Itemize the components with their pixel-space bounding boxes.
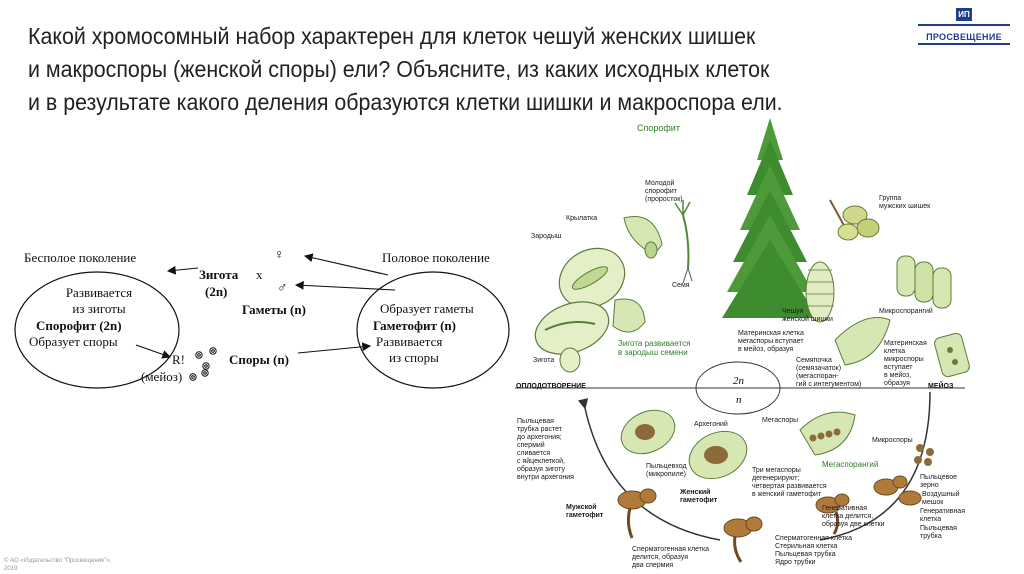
zygote-develops-label: Зигота развивается bbox=[618, 339, 690, 348]
seed-ovule-illustration bbox=[613, 299, 645, 332]
pollen-tube-text: с яйцеклеткой, bbox=[517, 458, 565, 466]
pollen-tube-illustration bbox=[724, 517, 762, 562]
copyright-line: © АО «Издательство "Просвещение"», bbox=[4, 557, 154, 565]
pollen-tube-text: спермий bbox=[517, 442, 545, 450]
spruce-tree bbox=[722, 118, 818, 318]
mother-micro-label: вступает bbox=[884, 364, 912, 372]
mother-micro-label: образуя bbox=[884, 380, 910, 388]
pollen-tube-text: образуя зиготу bbox=[517, 466, 565, 474]
microspores-label: Микроспоры bbox=[872, 437, 913, 445]
seedling-label: Молодой bbox=[645, 180, 674, 188]
pollen-grain-illustration bbox=[874, 476, 921, 505]
scale-label: Чешуя bbox=[782, 308, 803, 316]
micropyle-label: Пыльцевход bbox=[646, 463, 687, 471]
microsporangium-label: Микроспорангий bbox=[879, 308, 933, 316]
mother-mega-label: Материнская клетка bbox=[738, 330, 804, 338]
pollen-tube-text: сливается bbox=[517, 450, 550, 458]
three-megaspores-label: в женский гаметофит bbox=[752, 491, 821, 499]
air-sac-label: мешок bbox=[922, 499, 943, 507]
micropyle-label: (микропиле) bbox=[646, 471, 686, 479]
zygote-cell-illustration bbox=[560, 348, 580, 372]
spermatogenous-label: два спермия bbox=[632, 562, 673, 570]
tube-legend-item: Стерильная клетка bbox=[775, 543, 837, 551]
mother-micro-label: Материнская bbox=[884, 340, 927, 348]
megaspores-illustration bbox=[800, 412, 855, 455]
air-sac-label: Воздушный bbox=[922, 491, 960, 499]
meiosis-cycle-label: МЕЙОЗ bbox=[928, 383, 953, 391]
pollen-tube-text: трубка растет bbox=[517, 426, 562, 434]
generative-divides-label: клетка делится, bbox=[822, 513, 873, 521]
mother-micro-label: в мейоз, bbox=[884, 372, 911, 380]
megasporangium-label: Мегаспорангий bbox=[822, 460, 878, 469]
ovule-label: Семяпочка bbox=[796, 357, 832, 365]
generative-cell-label: клетка bbox=[920, 516, 941, 524]
seedling-label: (проросток) bbox=[645, 196, 683, 204]
female-gametophyte-illustration bbox=[682, 422, 755, 487]
spermatogenous-label: делится, образуя bbox=[632, 554, 688, 562]
pollen-tube-label: Пыльцевая bbox=[920, 525, 957, 533]
micro-mother-cell-illustration bbox=[933, 332, 970, 378]
pollen-tube-text: до архегония; bbox=[517, 434, 562, 442]
archegonium-illustration bbox=[614, 402, 682, 462]
female-gametophyte-label: Женский bbox=[680, 489, 710, 497]
microsporangium-illustration bbox=[897, 256, 951, 308]
ploidy-2n-label: 2n bbox=[733, 374, 744, 389]
generative-divides-label: образуя две клетки bbox=[822, 521, 885, 529]
sporophyte-title: Спорофит bbox=[637, 123, 680, 133]
three-megaspores-label: Три мегаспоры bbox=[752, 467, 801, 475]
pollen-grain-label: зерно bbox=[920, 482, 939, 490]
generative-cell-label: Генеративная bbox=[920, 508, 965, 516]
ovule-label: (мегаспоран- bbox=[796, 373, 839, 381]
copyright-year: 2019 bbox=[4, 565, 154, 573]
male-cones-label: мужских шишек bbox=[879, 203, 930, 211]
seedling-illustration bbox=[675, 200, 692, 283]
zygote-develops-label: в зародыш семени bbox=[618, 348, 688, 357]
ovule-label: (семязачаток) bbox=[796, 365, 841, 373]
archegonium-label: Архегоний bbox=[694, 421, 728, 429]
mother-micro-label: клетка bbox=[884, 348, 905, 356]
seed-label: Семя bbox=[672, 282, 690, 290]
pollen-tube-text: внутри архегония bbox=[517, 474, 574, 482]
female-cone-illustration bbox=[806, 262, 834, 322]
mother-mega-label: в мейоз, образуя bbox=[738, 346, 793, 354]
wing-label: Крылатка bbox=[566, 215, 597, 223]
copyright: © АО «Издательство "Просвещение"», 2019 bbox=[4, 557, 154, 573]
seedling-label: спорофит bbox=[645, 188, 677, 196]
male-cones-label: Группа bbox=[879, 195, 901, 203]
megaspores-label: Мегаспоры bbox=[762, 417, 798, 425]
tube-legend-item: Пыльцевая трубка bbox=[775, 551, 836, 559]
tube-legend-item: Ядро трубки bbox=[775, 559, 815, 567]
generative-divides-label: Генеративная bbox=[822, 505, 867, 513]
pollen-tube-text: Пыльцевая bbox=[517, 418, 554, 426]
pollen-grain-label: Пыльцевое bbox=[920, 474, 957, 482]
pollen-tube-label: трубка bbox=[920, 533, 942, 541]
embryo-label: Зародыш bbox=[531, 233, 562, 241]
female-gametophyte-label: гаметофит bbox=[680, 497, 717, 505]
mother-micro-label: микроспоры bbox=[884, 356, 924, 364]
seed-illustration bbox=[645, 242, 657, 258]
three-megaspores-label: дегенерируют; bbox=[752, 475, 799, 483]
ploidy-n-label: n bbox=[736, 393, 742, 408]
ovule-scale-illustration bbox=[835, 318, 890, 366]
male-gametophyte-label: Мужской bbox=[566, 504, 597, 512]
fertilization-label: ОПЛОДОТВОРЕНИЕ bbox=[516, 383, 586, 391]
cycle-zygote-label: Зигота bbox=[533, 357, 554, 365]
male-gametophyte-label: гаметофит bbox=[566, 512, 603, 520]
male-cones-illustration bbox=[830, 200, 879, 240]
spermatogenous-label: Сперматогенная клетка bbox=[632, 546, 709, 554]
scale-label: женской шишки bbox=[782, 316, 833, 324]
three-megaspores-label: четвертая развивается bbox=[752, 483, 827, 491]
tube-legend-item: Сперматогенная клетка bbox=[775, 535, 852, 543]
ovule-label: гий с интегументом) bbox=[796, 381, 861, 389]
mother-mega-label: мегаспоры вступает bbox=[738, 338, 804, 346]
